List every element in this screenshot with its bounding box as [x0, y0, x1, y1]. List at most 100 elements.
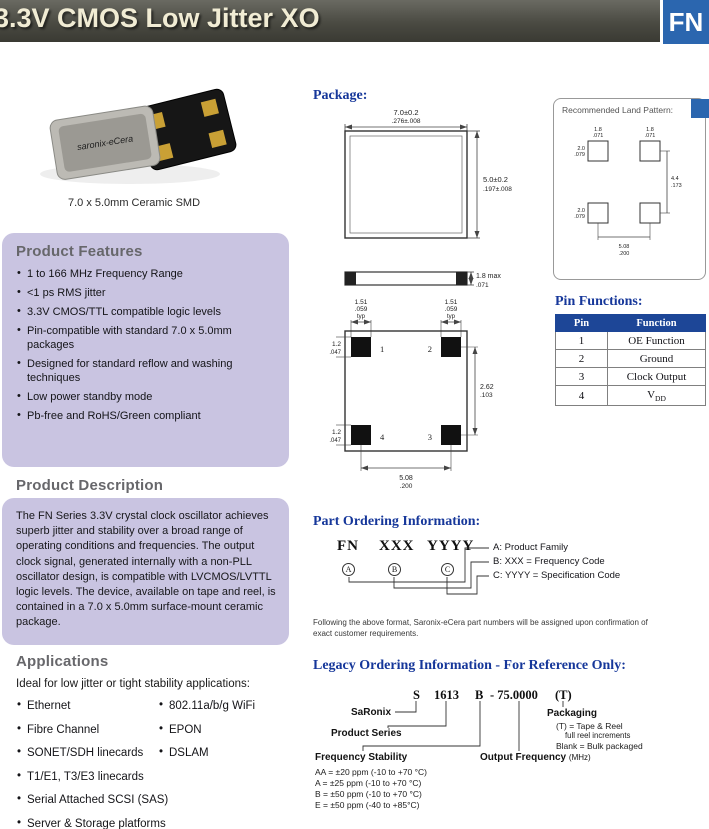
dim-pad-width-in: .059	[355, 306, 368, 313]
pin-cell: 3	[555, 367, 608, 386]
table-header-row: Pin Function	[555, 314, 706, 332]
applications-heading: Applications	[16, 653, 109, 670]
land-pattern-heading: Recommended Land Pattern:	[562, 105, 674, 115]
description-panel: The FN Series 3.3V crystal clock oscilla…	[2, 498, 289, 645]
dim-land-pad-height-mm: 2.0	[577, 208, 585, 214]
legacy-frequency-code: - 75.0000	[490, 688, 538, 702]
function-cell: Clock Output	[607, 367, 706, 386]
application-item: Fibre Channel	[16, 722, 164, 738]
brand-badge: FN	[660, 0, 709, 47]
legacy-stability-label: Frequency Stability	[315, 752, 408, 763]
dim-pitch-vertical-mm: 2.62	[480, 384, 494, 391]
description-text: The FN Series 3.3V crystal clock oscilla…	[16, 510, 276, 629]
land-pad	[587, 202, 609, 224]
land-pad	[587, 140, 609, 162]
table-row: 3 Clock Output	[555, 367, 706, 386]
function-cell: OE Function	[607, 331, 706, 350]
ordering-note: A: Product Family	[493, 542, 568, 553]
packaging-option: full reel increments	[565, 731, 631, 740]
features-panel: Product Features 1 to 166 MHz Frequency …	[2, 233, 289, 467]
package-heading: Package:	[313, 88, 368, 103]
dim-pad-width-typ: typ	[357, 314, 366, 320]
feature-item: Designed for standard reflow and washing…	[16, 357, 277, 386]
dim-pad-height-in: .047	[329, 438, 341, 444]
pin-functions-heading: Pin Functions:	[555, 294, 643, 309]
legacy-product-series-label: Product Series	[331, 728, 402, 739]
feature-item: Pin-compatible with standard 7.0 x 5.0mm…	[16, 324, 277, 353]
dim-land-pad-height-in: .079	[574, 152, 585, 158]
application-item: SONET/SDH linecards	[16, 745, 164, 761]
land-pattern-drawing: 1.8 .071 1.8 .071 2.0 .079 2.0 .079 4.4 …	[574, 127, 682, 257]
pad-2	[441, 337, 461, 357]
applications-column-1: Ethernet Fibre Channel SONET/SDH linecar…	[16, 698, 168, 829]
ordering-note: C: YYYY = Specification Code	[493, 570, 621, 581]
ordering-frequency-code: XXX	[379, 538, 415, 554]
dim-package-height-mm: 5.0±0.2	[483, 175, 508, 184]
legacy-diagram: S 1613 B - 75.0000 (T) SaRonix Product S…	[313, 682, 709, 829]
gold-pad	[208, 129, 227, 148]
legacy-heading: Legacy Ordering Information - For Refere…	[313, 658, 626, 673]
pin-cell: 1	[555, 331, 608, 350]
land-pad	[639, 202, 661, 224]
pin-number-2: 2	[428, 344, 432, 354]
application-item: 802.11a/b/g WiFi	[158, 698, 296, 714]
features-list: 1 to 166 MHz Frequency Range <1 ps RMS j…	[16, 267, 277, 424]
package-top-view	[344, 130, 468, 239]
packaging-option: (T) = Tape & Reel	[556, 721, 623, 731]
pad-3	[441, 425, 461, 445]
feature-item: <1 ps RMS jitter	[16, 286, 277, 301]
package-drawing: 7.0±0.2 .276±.008 5.0±0.2 .197±.008 1.8 …	[329, 108, 512, 490]
stability-option: AA = ±20 ppm (-10 to +70 °C)	[315, 767, 428, 777]
dim-package-width-mm: 7.0±0.2	[394, 108, 419, 117]
stability-option: E = ±50 ppm (-40 to +85°C)	[315, 800, 420, 810]
ordering-note: B: XXX = Frequency Code	[493, 556, 605, 567]
ordering-footnote: Following the above format, Saronix-eCer…	[313, 618, 648, 638]
legacy-product-code: 1613	[434, 688, 459, 702]
pad-4	[351, 425, 371, 445]
dim-pad-height-in: .047	[329, 350, 341, 356]
applications-column-2: 802.11a/b/g WiFi EPON DSLAM	[158, 698, 296, 770]
dim-pad-width-mm: 1.51	[355, 299, 368, 306]
dim-land-pitch-horizontal-mm: 5.08	[619, 244, 630, 250]
application-item: DSLAM	[158, 745, 296, 761]
dim-package-width-in: .276±.008	[392, 118, 421, 125]
column-header-function: Function	[607, 314, 706, 332]
dim-land-pad-height-in: .079	[574, 214, 585, 220]
feature-item: Pb-free and RoHS/Green compliant	[16, 409, 277, 424]
dim-land-pad-width-mm: 1.8	[594, 127, 602, 133]
land-pattern-panel: Recommended Land Pattern: 1.8 .071 1.8 .…	[553, 98, 706, 280]
ordering-family-code: FN	[337, 538, 359, 554]
description-heading: Product Description	[16, 477, 164, 494]
application-item: T1/E1, T3/E3 linecards	[16, 769, 164, 785]
pin-number-3: 3	[428, 432, 432, 442]
feature-item: Low power standby mode	[16, 390, 277, 405]
function-cell: VDD	[607, 384, 706, 407]
applications-intro: Ideal for low jitter or tight stability …	[16, 678, 250, 690]
product-photo: saronix-eCera	[40, 88, 237, 184]
function-cell: Ground	[607, 349, 706, 368]
pin-functions-table: Pin Function 1 OE Function 2 Ground 3 Cl…	[555, 314, 706, 407]
dim-land-pitch-horizontal-in: .200	[619, 251, 630, 257]
dim-pitch-vertical-in: .103	[480, 392, 493, 399]
dim-pad-height-mm: 1.2	[332, 341, 341, 348]
pad-1	[351, 337, 371, 357]
ordering-mark-b: B	[388, 563, 401, 576]
dim-package-height-in: .197±.008	[483, 186, 512, 193]
dim-land-pad-width-mm: 1.8	[646, 127, 654, 133]
dim-land-pitch-vertical-in: .173	[671, 183, 682, 189]
land-pad	[639, 140, 661, 162]
dim-land-pitch-vertical-mm: 4.4	[671, 176, 679, 182]
feature-item: 3.3V CMOS/TTL compatible logic levels	[16, 305, 277, 320]
gold-pad	[200, 98, 219, 117]
dim-pad-width-mm: 1.51	[445, 299, 458, 306]
packaging-option: Blank = Bulk packaged	[556, 741, 643, 751]
stability-option: A = ±25 ppm (-10 to +70 °C)	[315, 778, 422, 788]
legacy-output-frequency-label: Output Frequency (MHz)	[480, 752, 591, 763]
table-row: 1 OE Function	[555, 331, 706, 350]
dim-pad-height-mm: 1.2	[332, 429, 341, 436]
dim-package-thickness-in: .071	[476, 282, 489, 289]
dim-package-thickness-mm: 1.8 max	[476, 273, 501, 280]
legacy-packaging-code: (T)	[555, 688, 572, 702]
ordering-mark-c: C	[441, 563, 454, 576]
